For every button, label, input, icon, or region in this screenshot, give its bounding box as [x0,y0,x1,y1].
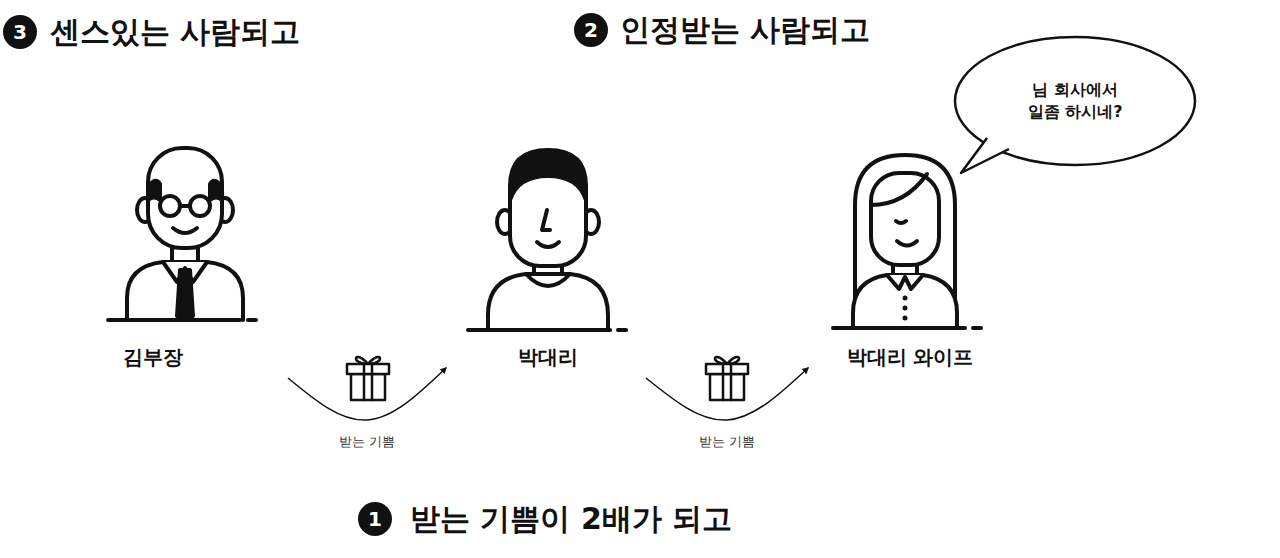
figure-stroke [903,306,908,311]
figure-stroke [148,181,160,200]
figure-stroke [871,173,939,265]
figure-stroke [173,228,197,233]
edge-label: 받는 기쁨 [696,433,758,451]
figure-stroke [526,274,570,286]
figure-stroke [896,221,906,223]
figure-stroke [833,326,981,330]
figure-stroke [537,242,559,247]
person-name: 박대리 [518,344,578,370]
figure-stroke [706,364,748,374]
bubble-outline [953,35,1197,167]
figure-stroke [177,270,193,320]
figure-stroke [351,374,385,400]
callout-number: 1 [358,502,392,536]
callout-number-text: 2 [584,18,598,42]
person-name: 박대리 와이프 [847,344,974,370]
callout-number: 3 [3,15,37,49]
person-node: 김부장 [105,145,280,385]
figure-stroke [190,196,210,216]
figure-stroke [488,274,608,330]
callout-number-text: 1 [368,507,382,531]
figure-stroke [542,210,550,230]
figure-stroke [871,174,927,205]
figure-stroke [903,316,908,321]
employee-figure [468,150,626,330]
heading-text: 받는 기쁨이 2배가 되고 [410,499,732,540]
bubble-tail [961,138,1009,173]
figure-stroke [108,318,256,322]
speech-bubble: 님 회사에서 일좀 하시네? [953,35,1197,167]
flow-arrow [646,368,808,420]
heading-text: 센스있는 사람되고 [50,12,300,53]
callout-number: 2 [574,13,608,47]
speech-text: 님 회사에서 일좀 하시네? [1016,79,1134,124]
callout-number-text: 3 [13,20,27,44]
figure-stroke [364,364,372,400]
flow-arrow [288,368,446,420]
gift-icon [347,357,389,400]
figure-stroke [710,374,744,400]
person-node: 박대리 와이프 [820,145,1000,385]
manager-figure [108,148,256,320]
figure-stroke [210,181,222,200]
wife-figure [833,155,981,328]
figure-stroke [897,241,917,246]
figure-stroke [127,262,243,320]
figure-stroke [887,275,923,289]
figure-stroke [468,328,626,332]
figure-stroke [903,296,908,301]
figure-stroke [347,364,389,374]
heading-text: 인정받는 사람되고 [620,10,870,51]
figure-stroke [853,275,957,328]
gift-icon [706,357,748,400]
edge-label: 받는 기쁨 [336,433,398,451]
figure-stroke [723,364,731,400]
person-node: 박대리 [458,145,638,385]
figure-stroke [180,204,190,208]
figure-stroke [148,148,222,248]
figure-stroke [510,150,586,200]
person-name: 김부장 [123,344,183,370]
figure-stroke [160,196,180,216]
